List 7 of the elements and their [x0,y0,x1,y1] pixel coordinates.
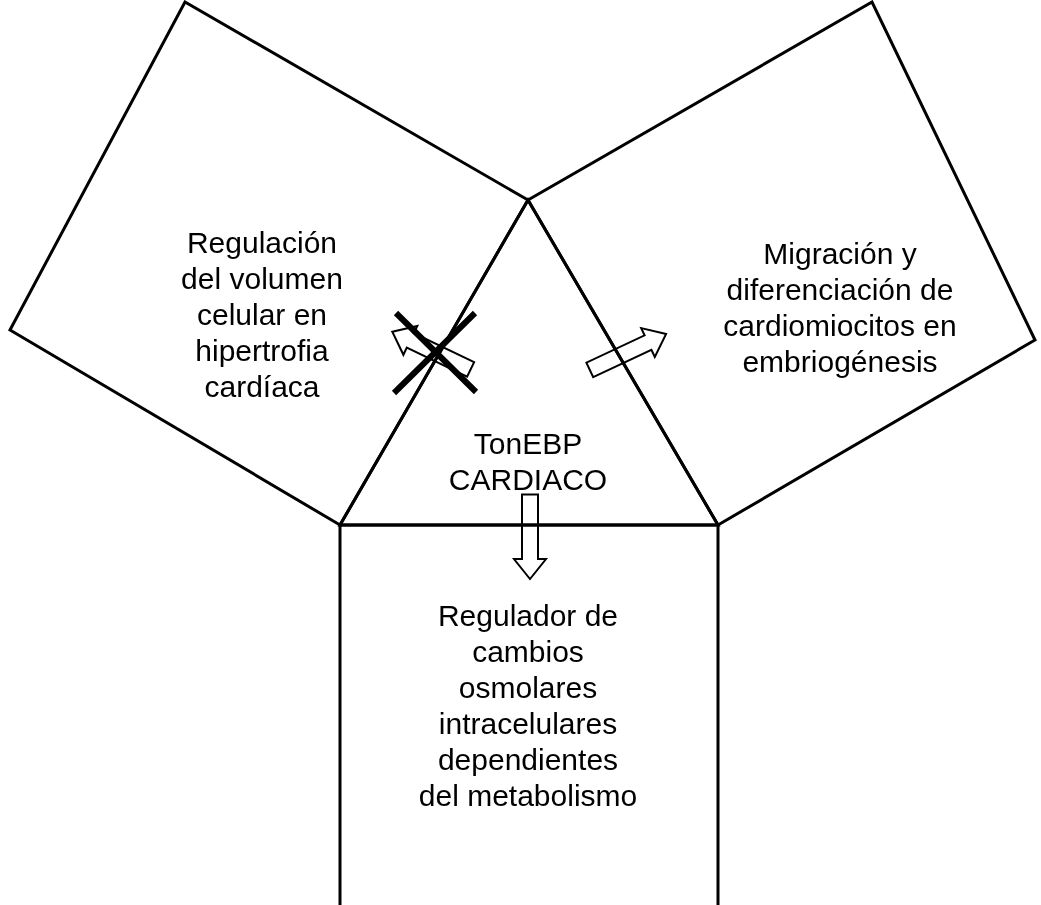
block-arrow [585,326,668,379]
node-label: Regulación del volumen celular en hipertrofia cardíaca [180,225,344,405]
block-arrow [390,324,476,378]
node-label: Regulador de cambios osmolares intracelulares dependientes del metabolismo [417,598,639,814]
node-label: TonEBP CARDIACO [447,426,609,498]
node-label: Migración y diferenciación de cardiomiocitos en embriogénesis [722,236,958,380]
block-arrow [511,493,549,581]
